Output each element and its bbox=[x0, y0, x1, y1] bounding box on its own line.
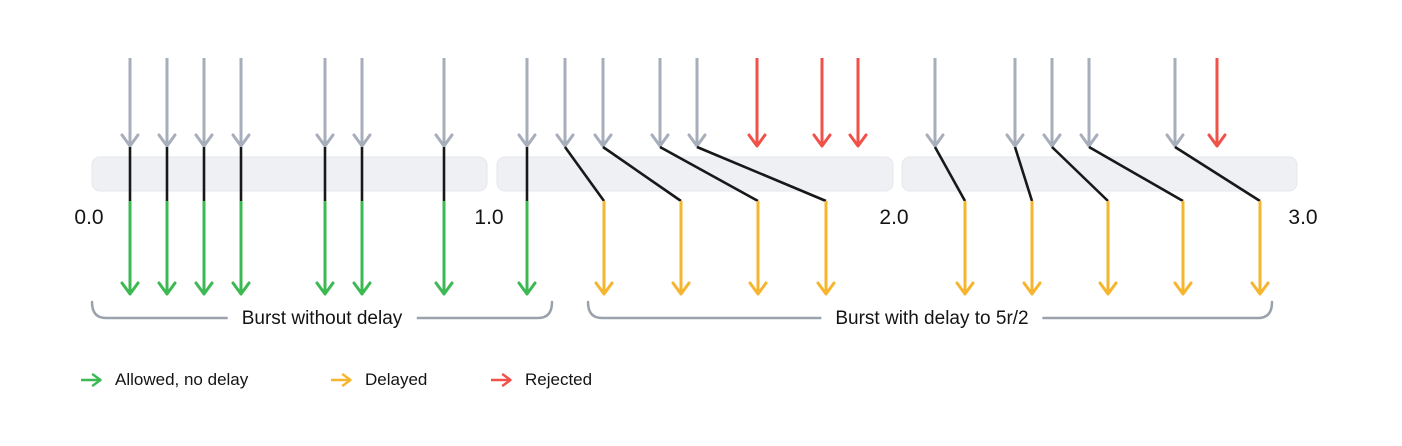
delay-connector-line bbox=[696, 145, 827, 203]
legend-label: Allowed, no delay bbox=[115, 370, 249, 389]
timeline-bar bbox=[496, 156, 894, 192]
time-label: 2.0 bbox=[879, 206, 909, 229]
legend-item-allowed: Allowed, no delay bbox=[80, 369, 248, 391]
group-label: Burst without delay bbox=[227, 306, 417, 332]
rejected-arrow-icon bbox=[491, 373, 512, 387]
delay-connector-line bbox=[1051, 146, 1109, 202]
delay-connector-line bbox=[563, 146, 606, 202]
legend-item-rejected: Rejected bbox=[490, 369, 592, 391]
delay-connector-line bbox=[602, 145, 682, 203]
legend-label: Rejected bbox=[525, 370, 593, 389]
delayed-arrow-icon bbox=[331, 373, 352, 387]
allowed-arrow-icon bbox=[81, 373, 102, 387]
delay-connector-line bbox=[1174, 145, 1261, 203]
time-label: 0.0 bbox=[74, 206, 104, 229]
delay-connector-line bbox=[933, 146, 967, 202]
legend-item-delayed: Delayed bbox=[330, 369, 427, 391]
timeline-bar bbox=[91, 156, 488, 192]
delay-connector-line bbox=[1088, 145, 1184, 203]
group-label: Burst with delay to 5r/2 bbox=[821, 306, 1043, 332]
legend-label: Delayed bbox=[365, 370, 428, 389]
delay-connector-line bbox=[659, 145, 759, 203]
time-label: 1.0 bbox=[474, 206, 504, 229]
delay-connector-line bbox=[1013, 146, 1034, 202]
time-label: 3.0 bbox=[1288, 206, 1318, 229]
